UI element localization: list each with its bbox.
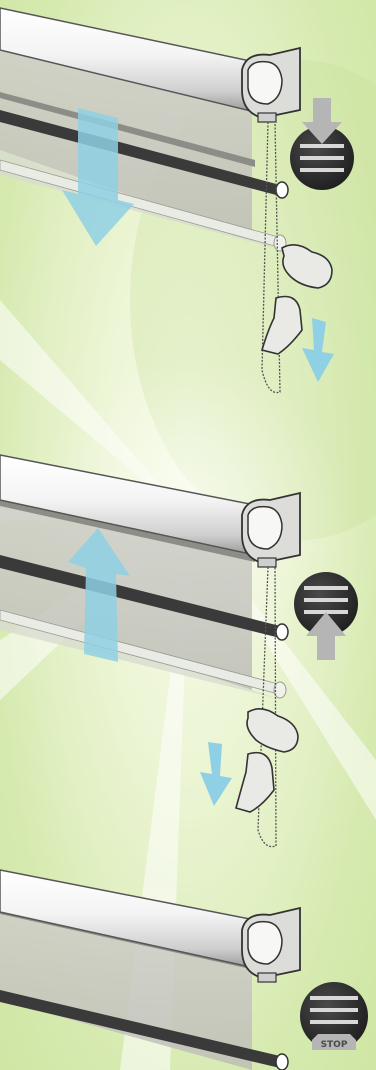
bar-endcap [276, 1054, 288, 1070]
stop-badge: STOP [300, 982, 368, 1050]
up-badge [294, 572, 358, 660]
hand-icon [247, 709, 298, 752]
bar-endcap [276, 182, 288, 198]
panel-stop: STOP [0, 870, 368, 1070]
pull-arrow-down [200, 742, 232, 806]
stop-label: STOP [321, 1040, 348, 1050]
bar-endcap [276, 624, 288, 640]
hand-chain-icon [236, 753, 274, 812]
